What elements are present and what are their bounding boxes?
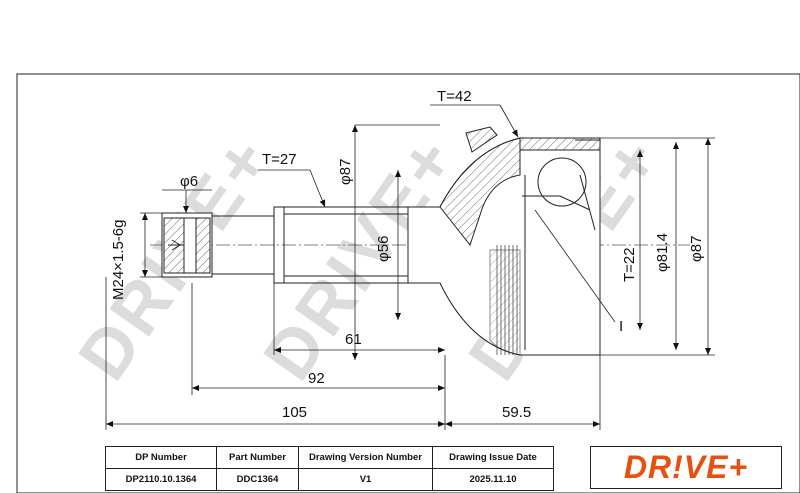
value-dp-number: DP2110.10.1364 — [105, 468, 217, 491]
value-issue-date: 2025.11.10 — [432, 468, 554, 491]
title-block: DP Number Part Number Drawing Version Nu… — [105, 446, 554, 491]
drawing-frame — [16, 73, 800, 493]
bell-housing — [407, 126, 601, 356]
dimension-lines — [105, 104, 715, 430]
dim-inner-dia: φ81.4 — [654, 233, 671, 272]
header-drawing-version: Drawing Version Number — [298, 446, 433, 469]
logo-box: DR!VE+ — [590, 446, 782, 489]
title-block-value-row: DP2110.10.1364 DDC1364 V1 2025.11.10 — [105, 468, 554, 491]
value-part-number: DDC1364 — [216, 468, 299, 491]
header-part-number: Part Number — [216, 446, 299, 469]
threaded-end — [161, 212, 213, 278]
dim-length-92: 92 — [308, 370, 325, 387]
dim-outer-teeth: T=42 — [437, 88, 472, 105]
dim-shaft-dia: φ56 — [375, 236, 392, 262]
brand-logo: DR!VE+ — [623, 449, 749, 485]
dim-thread: M24×1.5-6g — [110, 220, 127, 300]
shaft-body — [211, 206, 409, 284]
header-issue-date: Drawing Issue Date — [432, 446, 554, 469]
header-dp-number: DP Number — [105, 446, 217, 469]
dim-spline-teeth: T=27 — [262, 151, 297, 168]
dim-pin-hole: φ6 — [180, 173, 198, 190]
dim-length-59-5: 59.5 — [502, 404, 531, 421]
dim-length-105: 105 — [282, 404, 307, 421]
dim-length-61: 61 — [345, 331, 362, 348]
title-block-header-row: DP Number Part Number Drawing Version Nu… — [105, 446, 554, 469]
dim-inner-teeth: T=22 — [621, 247, 638, 282]
value-drawing-version: V1 — [298, 468, 433, 491]
dim-outer-dia: φ87 — [688, 236, 705, 262]
dim-flange-dia: φ87 — [337, 159, 354, 185]
section-mark: I — [619, 318, 623, 335]
